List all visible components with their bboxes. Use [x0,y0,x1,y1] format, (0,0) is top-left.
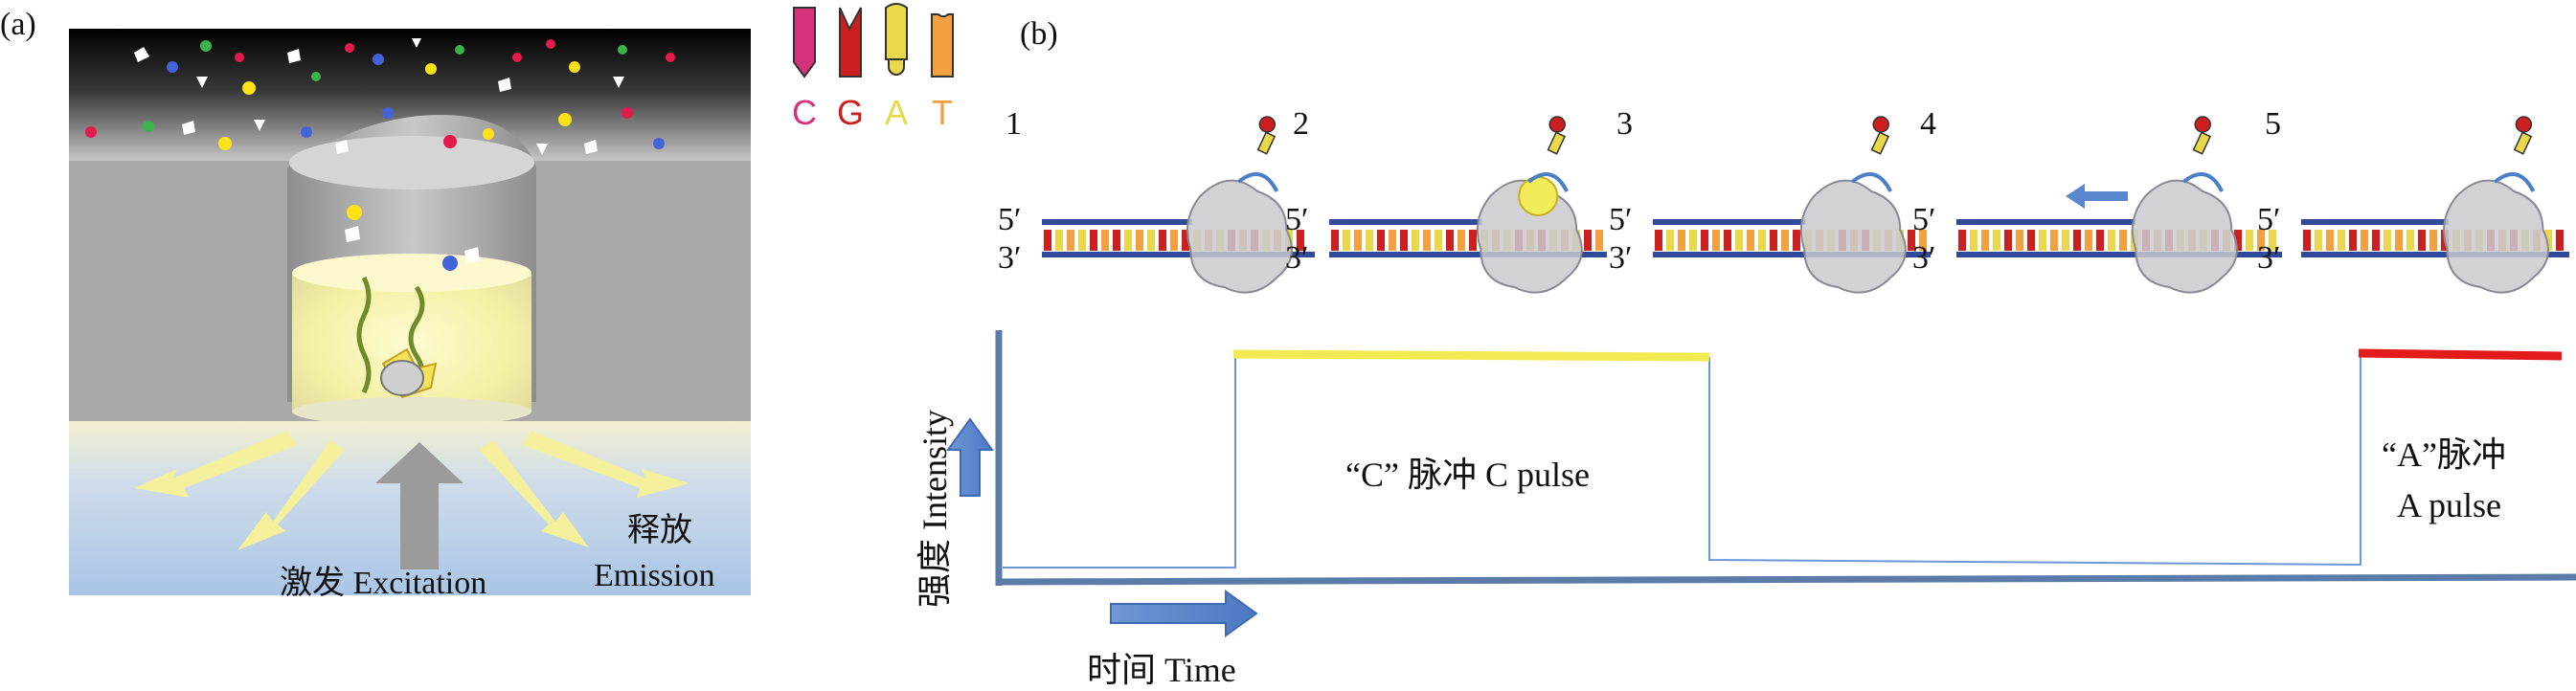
top-strand [1329,219,1482,225]
excitation-label: 激发 Excitation [280,565,486,601]
polymerase-steps: 15′3′25′3′35′3′45′3′55′3′ [998,106,2569,294]
a-pulse-bar [2358,348,2563,361]
trace-line [1003,352,2361,568]
legend-t-letter: T [932,93,953,132]
top-strand [2301,219,2449,225]
excitation-arrow [375,442,463,569]
x-axis [995,573,2576,586]
polymerase [2443,179,2550,294]
free-nucleotide [2194,116,2211,133]
free-nucleotide [1872,116,1889,133]
zmw-schematic [69,29,751,595]
legend-a-shape [885,3,908,76]
top-strand [1042,219,1192,225]
fluorophore-burst [1518,176,1559,216]
step-number: 5 [2265,106,2281,142]
step-number: 1 [1006,106,1022,142]
nucleotide-legend: C G A T [792,3,954,132]
panel-b-label: (b) [1020,16,1058,52]
free-nucleotide [1548,116,1566,133]
five-prime-label: 5′ [1285,202,1308,237]
legend-g-letter: G [837,93,864,132]
free-nucleotide-body [1870,131,1890,155]
translocation-arrow [2066,184,2128,209]
polymerase [2131,179,2238,294]
free-nucleotide-body [1547,131,1567,155]
bottom-strand [1653,252,1931,257]
y-axis-arrow [946,417,994,497]
free-nucleotide [1258,116,1277,133]
free-nucleotide-body [2513,131,2533,155]
step-1: 15′3′ [998,106,1315,294]
bottom-strand [2301,252,2569,257]
intensity-trace [946,330,2576,637]
three-prime-label: 3′ [2257,240,2280,276]
free-nucleotide-body [1256,131,1277,155]
polymerase [1186,179,1293,294]
five-prime-label: 5′ [1912,202,1935,237]
nucleotide-particles [85,38,675,271]
panel-a-label: (a) [0,7,36,42]
step-number: 3 [1616,106,1633,142]
step-number: 4 [1920,106,1936,142]
five-prime-label: 5′ [1609,202,1632,237]
motion-arrow [1850,172,1892,192]
emission-label-cn: 释放 [627,512,692,548]
emission-label-en: Emission [594,558,715,593]
a-pulse-label-cn: “A”脉冲 [2382,435,2506,474]
legend-t-shape [931,13,954,78]
legend-c-shape [793,7,816,78]
c-pulse-bar [1232,349,1710,362]
motion-arrow [1237,172,1279,192]
bottom-strand [1042,252,1315,257]
x-axis-arrow [1110,590,1258,637]
bottom-strand [1329,252,1607,257]
five-prime-label: 5′ [2257,202,2280,237]
three-prime-label: 3′ [1912,240,1935,276]
x-axis-label: 时间 Time [1087,651,1236,689]
step-4: 45′3′ [1912,106,2282,294]
step-number: 2 [1293,106,1309,142]
top-strand [1956,219,2135,225]
bottom-strand [1956,252,2282,257]
step-3: 3 5′3′ [1609,106,1931,294]
free-nucleotide-body [2192,131,2212,155]
c-pulse-label: “C” 脉冲 C pulse [1345,456,1590,494]
three-prime-label: 3′ [1285,240,1308,276]
motion-arrow [2494,172,2536,192]
y-axis-label: 强度 Intensity [915,410,954,608]
five-prime-label: 5′ [998,202,1021,237]
three-prime-label: 3′ [1609,240,1632,276]
legend-c-letter: C [792,93,817,132]
legend-g-shape [839,7,862,78]
a-pulse-label-en: A pulse [2397,486,2501,524]
step-2: 2 5′3′ [1285,106,1607,294]
step-5: 5 5′3′ [2257,106,2569,294]
base-pairs [1958,230,2276,251]
top-strand [1653,219,1806,225]
three-prime-label: 3′ [998,240,1021,276]
free-nucleotide [2515,116,2533,133]
legend-a-letter: A [885,93,908,132]
motion-arrow [2181,172,2224,192]
polymerase [1799,179,1907,294]
emission-arrows [134,431,689,550]
motion-arrow [1526,172,1569,192]
